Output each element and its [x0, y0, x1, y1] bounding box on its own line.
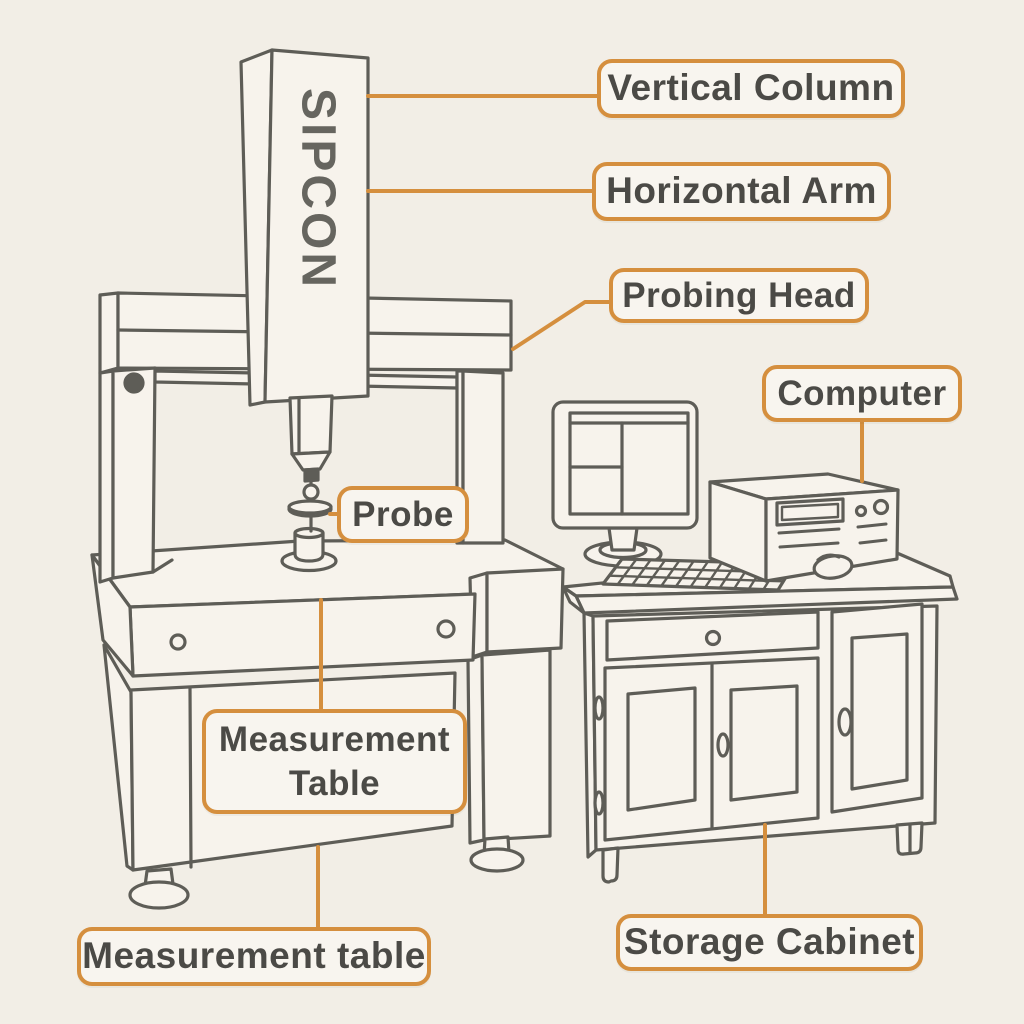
spindle-housing [288, 394, 334, 456]
pc-vents [777, 522, 888, 549]
connector-probing-head [511, 300, 612, 351]
pc-drive-slot-inner [780, 502, 840, 522]
label-vertical-column: Vertical Column [597, 59, 905, 118]
label-computer-text: Computer [777, 373, 947, 413]
column-brand-text: SIPCON [292, 88, 345, 290]
mouse-notch [816, 553, 841, 562]
monitor-neck [607, 526, 639, 552]
workpiece-body [293, 531, 325, 563]
monitor-shape [551, 400, 699, 568]
cabinet-foot-left [601, 846, 620, 884]
base-seam [188, 686, 193, 869]
label-horizontal-arm: Horizontal Arm [592, 162, 891, 221]
base-foot-pad [128, 880, 190, 910]
label-connectors [316, 94, 864, 932]
label-measurement-table-lower: Measurement table [77, 927, 431, 986]
hinge-top [593, 695, 605, 721]
right-support-column [480, 648, 552, 842]
label-measurement-table-lower-text: Measurement table [82, 935, 426, 977]
apron-bolt-right [436, 619, 456, 639]
stylus-ball [302, 483, 320, 501]
label-probe: Probe [337, 486, 469, 543]
storage-cabinet-shape [582, 602, 939, 884]
label-probe-text: Probe [352, 494, 454, 534]
label-vertical-column-text: Vertical Column [607, 67, 895, 109]
probe-collar [303, 467, 320, 483]
left-pillar-base-edge [151, 558, 174, 574]
pillar-knob [123, 372, 145, 394]
pc-drive-slot [775, 497, 845, 527]
left-pillar-sliver [98, 369, 115, 584]
apron-bolt-left [169, 633, 187, 651]
drawer-knob [704, 629, 722, 647]
label-probing-head: Probing Head [609, 268, 869, 323]
right-support-foot-pad [469, 847, 525, 873]
spindle-taper [290, 450, 332, 472]
label-storage-cabinet: Storage Cabinet [616, 914, 923, 971]
label-horizontal-arm-text: Horizontal Arm [606, 170, 877, 212]
column-front-face [263, 48, 370, 404]
label-measurement-table-text: Measurement Table [218, 719, 451, 803]
label-probing-head-text: Probing Head [622, 275, 856, 315]
door-handle-left [716, 732, 730, 758]
probe-assembly-shape [280, 394, 338, 573]
door-right-panel [729, 684, 799, 802]
label-storage-cabinet-text: Storage Cabinet [623, 921, 916, 963]
desktop-pc-shape [708, 472, 900, 583]
right-pillar-front [461, 369, 505, 545]
mouse-shape [812, 553, 854, 580]
vertical-column-shape: SIPCON [239, 48, 370, 407]
door-handle-tall [837, 707, 853, 737]
pc-button-large [872, 498, 890, 516]
monitor-screen [568, 411, 690, 516]
table-left-end [90, 553, 135, 678]
left-pillar-front [111, 366, 157, 580]
workpiece-top [293, 526, 325, 540]
hinge-bottom [593, 790, 605, 816]
tall-door-panel [850, 632, 909, 791]
table-right-end-face [485, 567, 565, 654]
pc-button-small [854, 504, 868, 518]
base-left-side [102, 643, 135, 872]
stylus-disc [287, 499, 333, 515]
door-left-panel [626, 686, 697, 812]
stylus-disc-thickness [287, 507, 333, 518]
label-computer: Computer [762, 365, 962, 422]
label-measurement-table: Measurement Table [202, 709, 467, 814]
beam-end-cap [98, 291, 120, 375]
